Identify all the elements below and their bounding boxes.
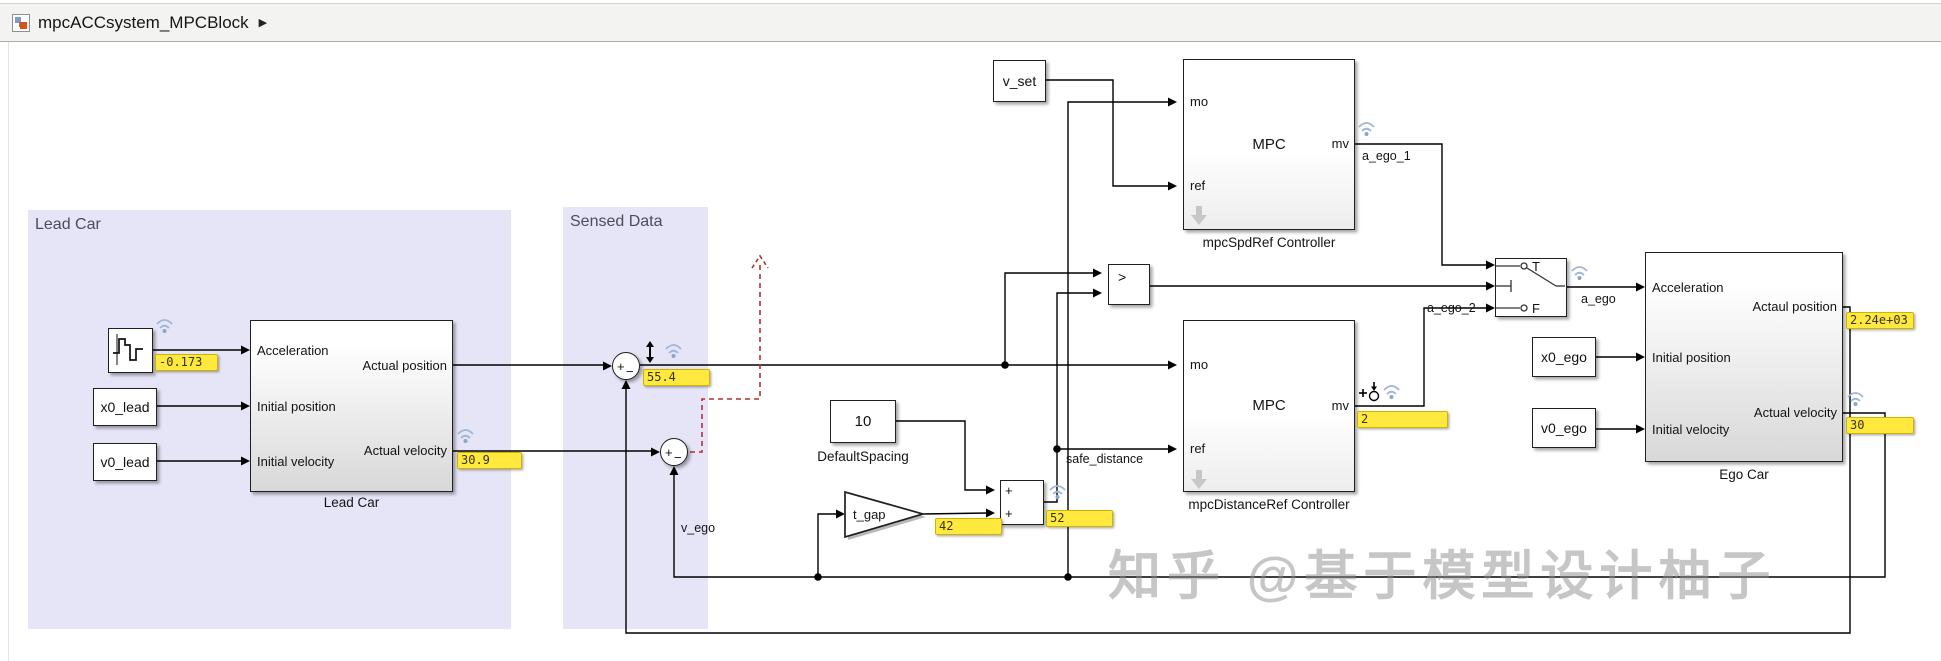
relational-operator-block[interactable]: > bbox=[1108, 264, 1150, 305]
canvas-left-edge bbox=[8, 42, 9, 661]
lead-car-inport-initial-velocity: Initial velocity bbox=[257, 454, 335, 469]
sum-velocity-minus-sign: − bbox=[674, 450, 682, 465]
mpc-dist-outport-mv: mv bbox=[1331, 398, 1349, 413]
value-display-lead-acceleration[interactable]: -0.173 bbox=[155, 354, 218, 371]
signal-logging-wifi-icon bbox=[1847, 392, 1864, 406]
mpc-spd-inport-mo: mo bbox=[1190, 94, 1209, 109]
t-gap-gain-label[interactable]: t_gap bbox=[853, 507, 886, 522]
sum-position-minus-sign: − bbox=[626, 364, 634, 379]
signal-logging-wifi-icon bbox=[1383, 385, 1400, 399]
a-ego-signal-label: a_ego bbox=[1581, 292, 1616, 306]
value-display-gain-out[interactable]: 42 bbox=[935, 518, 1002, 535]
default-spacing-constant-block[interactable]: 10 bbox=[830, 400, 896, 443]
v0-ego-label: v0_ego bbox=[1541, 420, 1587, 436]
mpc-dist-caption: mpcDistanceRef Controller bbox=[1188, 497, 1350, 512]
ego-car-outport-actual-velocity: Actual velocity bbox=[1753, 405, 1837, 420]
switch-glyph bbox=[1496, 262, 1565, 312]
ego-car-caption: Ego Car bbox=[1719, 467, 1769, 482]
relational-operator-sign: > bbox=[1118, 269, 1127, 285]
lead-car-subsystem[interactable] bbox=[250, 320, 453, 492]
region-lead-car-title: Lead Car bbox=[35, 216, 101, 233]
x0-lead-block[interactable]: x0_lead bbox=[93, 388, 157, 426]
signal-generator-block[interactable] bbox=[108, 328, 153, 373]
x0-lead-label: x0_lead bbox=[100, 399, 150, 415]
mpc-dist-inport-ref: ref bbox=[1190, 441, 1206, 456]
signal-logging-wifi-icon bbox=[156, 319, 173, 333]
signal-logging-wifi-icon bbox=[457, 429, 474, 443]
safe-distance-add-block[interactable]: + + bbox=[1000, 480, 1044, 525]
model-icon[interactable] bbox=[12, 13, 30, 32]
lead-car-inport-initial-position: Initial position bbox=[257, 399, 336, 414]
v0-lead-label: v0_lead bbox=[100, 454, 150, 470]
gray-down-arrow-icon bbox=[1191, 206, 1207, 225]
breadcrumb-model-name[interactable]: mpcACCsystem_MPCBlock bbox=[38, 12, 249, 32]
v-set-label: v_set bbox=[1002, 73, 1037, 89]
sum-velocity-block[interactable]: + − bbox=[660, 438, 688, 466]
mpc-spd-inport-ref: ref bbox=[1190, 178, 1206, 193]
lead-car-outport-actual-velocity: Actual velocity bbox=[363, 443, 447, 458]
switch-block[interactable]: T F bbox=[1495, 258, 1567, 317]
a-ego-2-signal-label: a_ego_2 bbox=[1427, 301, 1476, 315]
mpc-spdref-block[interactable] bbox=[1183, 59, 1355, 230]
lead-car-caption: Lead Car bbox=[323, 495, 380, 510]
region-sensed-data-title: Sensed Data bbox=[570, 213, 663, 230]
waveform-icon bbox=[113, 334, 143, 365]
lead-car-inport-acceleration: Acceleration bbox=[257, 343, 329, 358]
breadcrumb-caret-icon[interactable]: ▶ bbox=[258, 17, 268, 29]
a-ego-1-signal-label: a_ego_1 bbox=[1362, 149, 1411, 163]
ego-car-inport-initial-position: Initial position bbox=[1652, 350, 1731, 365]
lead-car-outport-actual-position: Actual position bbox=[362, 358, 447, 373]
x0-ego-block[interactable]: x0_ego bbox=[1532, 337, 1596, 377]
signal-logging-wifi-icon bbox=[665, 344, 682, 358]
region-sensed-data: Sensed Data bbox=[563, 207, 708, 629]
plus-probe-icon bbox=[1359, 382, 1380, 402]
signal-logging-wifi-icon bbox=[1358, 122, 1375, 136]
sum-position-plus-sign: + bbox=[617, 359, 625, 374]
safe-distance-signal-label: safe_distance bbox=[1066, 452, 1144, 466]
ego-car-inport-initial-velocity: Initial velocity bbox=[1652, 422, 1730, 437]
add-plus2-sign: + bbox=[1005, 506, 1013, 521]
value-display-relative-distance[interactable]: 55.4 bbox=[643, 369, 710, 386]
value-display-lead-velocity[interactable]: 30.9 bbox=[457, 452, 522, 469]
value-display-safe-distance[interactable]: 52 bbox=[1046, 510, 1113, 527]
mpc-distanceref-block[interactable] bbox=[1183, 320, 1355, 492]
v-set-block[interactable]: v_set bbox=[993, 60, 1046, 102]
value-display-mpc-dist-mv[interactable]: 2 bbox=[1357, 411, 1448, 428]
ego-car-subsystem[interactable] bbox=[1645, 252, 1843, 462]
model-icon-block-orange bbox=[20, 21, 27, 29]
x0-ego-label: x0_ego bbox=[1541, 349, 1587, 365]
v0-ego-block[interactable]: v0_ego bbox=[1532, 408, 1596, 448]
add-plus1-sign: + bbox=[1005, 483, 1013, 498]
v-ego-signal-label: v_ego bbox=[681, 521, 716, 535]
v0-lead-block[interactable]: v0_lead bbox=[93, 443, 157, 481]
mpc-dist-inport-mo: mo bbox=[1190, 357, 1209, 372]
sum-position-block[interactable]: + − bbox=[612, 352, 640, 380]
mpc-dist-name: MPC bbox=[1252, 397, 1286, 414]
mpc-spd-name: MPC bbox=[1252, 136, 1286, 153]
watermark: 知乎 @基于模型设计柚子 bbox=[1108, 547, 1777, 606]
updown-arrow-icon bbox=[646, 341, 654, 363]
gray-down-arrow-icon bbox=[1191, 470, 1207, 489]
model-icon-block-blue bbox=[15, 16, 21, 23]
value-display-ego-velocity[interactable]: 30 bbox=[1846, 417, 1914, 434]
switch-true-label: T bbox=[1532, 259, 1540, 274]
mpc-spd-outport-mv: mv bbox=[1331, 136, 1349, 151]
switch-false-label: F bbox=[1532, 301, 1540, 316]
default-spacing-caption: DefaultSpacing bbox=[817, 449, 909, 464]
sum-velocity-plus-sign: + bbox=[665, 445, 673, 460]
signal-logging-wifi-icon bbox=[1571, 266, 1588, 280]
breadcrumb-bar: mpcACCsystem_MPCBlock ▶ bbox=[0, 3, 1941, 42]
signal-logging-wifi-icon bbox=[1049, 485, 1066, 499]
default-spacing-value: 10 bbox=[854, 413, 872, 430]
mpc-spd-caption: mpcSpdRef Controller bbox=[1202, 235, 1336, 250]
ego-car-outport-actual-position: Actaul position bbox=[1752, 299, 1837, 314]
ego-car-inport-acceleration: Acceleration bbox=[1652, 280, 1724, 295]
value-display-ego-position[interactable]: 2.24e+03 bbox=[1846, 312, 1914, 329]
